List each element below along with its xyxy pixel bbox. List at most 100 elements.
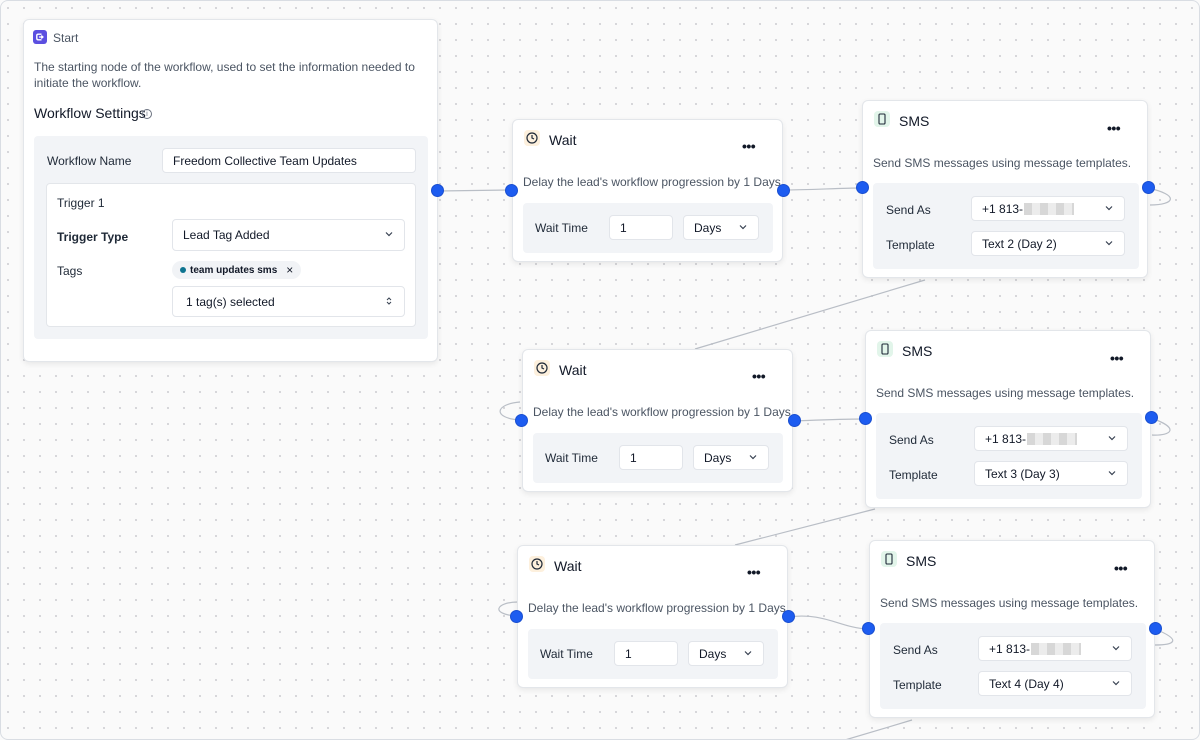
wait-unit-value: Days xyxy=(699,646,727,661)
node-menu-button[interactable]: ••• xyxy=(1107,120,1121,136)
tags-select[interactable]: 1 tag(s) selected xyxy=(172,286,405,317)
wait-time-label: Wait Time xyxy=(540,647,593,661)
workflow-name-value: Freedom Collective Team Updates xyxy=(173,153,357,168)
wait-unit-select[interactable]: Days xyxy=(683,215,759,240)
wait1-output-handle[interactable] xyxy=(777,184,790,197)
sms2-input-handle[interactable] xyxy=(859,412,872,425)
sms-settings-panel: Send As +1 813- Template Text 3 (Day 3) xyxy=(876,413,1142,499)
wait-unit-select[interactable]: Days xyxy=(688,641,764,666)
wait-time-value: 1 xyxy=(630,450,637,465)
send-as-value: +1 813- xyxy=(989,641,1031,656)
wait-time-label: Wait Time xyxy=(535,221,588,235)
wait-node[interactable]: Wait ••• Delay the lead's workflow progr… xyxy=(517,545,790,688)
template-select[interactable]: Text 4 (Day 4) xyxy=(978,671,1132,696)
wait-node[interactable]: Wait ••• Delay the lead's workflow progr… xyxy=(512,119,785,262)
wait3-input-handle[interactable] xyxy=(510,610,523,623)
wait-time-value: 1 xyxy=(620,220,627,235)
wait-title: Wait xyxy=(559,362,587,378)
wait-time-input[interactable]: 1 xyxy=(614,641,678,666)
wait2-input-handle[interactable] xyxy=(515,414,528,427)
node-menu-button[interactable]: ••• xyxy=(747,564,761,580)
trigger-card: Trigger 1 Trigger Type Lead Tag Added Ta… xyxy=(46,183,416,327)
wait-time-label: Wait Time xyxy=(545,451,598,465)
chevron-down-icon xyxy=(748,451,758,461)
sms-settings-panel: Send As +1 813- Template Text 4 (Day 4) xyxy=(880,623,1146,709)
wait-description: Delay the lead's workflow progression by… xyxy=(528,601,790,615)
sms-node[interactable]: SMS ••• Send SMS messages using message … xyxy=(865,330,1151,508)
sms-title: SMS xyxy=(899,113,930,129)
wait-time-value: 1 xyxy=(625,646,632,661)
workflow-name-input[interactable]: Freedom Collective Team Updates xyxy=(162,148,416,173)
chevron-down-icon xyxy=(1104,202,1114,212)
node-menu-button[interactable]: ••• xyxy=(742,138,756,154)
start-description-line1: The starting node of the workflow, used … xyxy=(34,60,415,74)
wait-unit-select[interactable]: Days xyxy=(693,445,769,470)
sms2-output-handle[interactable] xyxy=(1145,411,1158,424)
edge-wait3-sms3 xyxy=(787,615,869,630)
tag-chip-label: team updates sms xyxy=(190,264,278,276)
sms3-output-handle[interactable] xyxy=(1149,622,1162,635)
start-description-line2: initiate the workflow. xyxy=(34,76,142,90)
wait-settings-panel: Wait Time 1 Days xyxy=(528,629,778,679)
tag-chip: team updates sms × xyxy=(172,261,302,279)
sms-title: SMS xyxy=(906,553,937,569)
chevron-down-icon xyxy=(1104,237,1114,247)
workflow-name-label: Workflow Name xyxy=(47,154,132,168)
phone-icon xyxy=(874,111,890,127)
send-as-select[interactable]: +1 813- xyxy=(974,426,1128,451)
sms3-input-handle[interactable] xyxy=(862,622,875,635)
send-as-label: Send As xyxy=(889,433,934,447)
sms-node[interactable]: SMS ••• Send SMS messages using message … xyxy=(862,100,1148,278)
sms-title: SMS xyxy=(902,343,933,359)
template-value: Text 2 (Day 2) xyxy=(982,236,1057,251)
wait1-input-handle[interactable] xyxy=(505,184,518,197)
node-menu-button[interactable]: ••• xyxy=(1110,350,1124,366)
trigger-title: Trigger 1 xyxy=(57,196,105,210)
wait2-output-handle[interactable] xyxy=(788,414,801,427)
template-value: Text 4 (Day 4) xyxy=(989,676,1064,691)
chevron-down-icon xyxy=(743,647,753,657)
info-icon[interactable]: i xyxy=(142,109,152,119)
wait-time-input[interactable]: 1 xyxy=(619,445,683,470)
phone-icon xyxy=(877,341,893,357)
start-node[interactable]: Start The starting node of the workflow,… xyxy=(23,19,438,362)
clock-icon xyxy=(529,556,545,572)
chevron-down-icon xyxy=(384,228,394,238)
edge-wait1-sms1 xyxy=(782,187,863,191)
node-menu-button[interactable]: ••• xyxy=(752,368,766,384)
wait-description: Delay the lead's workflow progression by… xyxy=(533,405,795,419)
start-output-handle[interactable] xyxy=(431,184,444,197)
redacted-phone xyxy=(1027,432,1078,445)
wait3-output-handle[interactable] xyxy=(782,610,795,623)
send-as-select[interactable]: +1 813- xyxy=(971,196,1125,221)
send-as-select[interactable]: +1 813- xyxy=(978,636,1132,661)
send-as-value: +1 813- xyxy=(982,201,1024,216)
template-select[interactable]: Text 2 (Day 2) xyxy=(971,231,1125,256)
wait-title: Wait xyxy=(549,132,577,148)
trigger-type-select[interactable]: Lead Tag Added xyxy=(172,219,405,251)
wait-node[interactable]: Wait ••• Delay the lead's workflow progr… xyxy=(522,349,795,492)
wait-time-input[interactable]: 1 xyxy=(609,215,673,240)
trigger-type-label: Trigger Type xyxy=(57,230,129,244)
sms1-output-handle[interactable] xyxy=(1142,181,1155,194)
template-select[interactable]: Text 3 (Day 3) xyxy=(974,461,1128,486)
wait-description: Delay the lead's workflow progression by… xyxy=(523,175,785,189)
node-menu-button[interactable]: ••• xyxy=(1114,560,1128,576)
clock-icon xyxy=(534,360,550,376)
tags-label: Tags xyxy=(57,264,83,278)
tag-remove-icon[interactable]: × xyxy=(286,263,294,277)
trigger-type-value: Lead Tag Added xyxy=(183,228,270,242)
chevron-down-icon xyxy=(1111,642,1121,652)
sms-node[interactable]: SMS ••• Send SMS messages using message … xyxy=(869,540,1155,718)
edge-sms1-wait2 xyxy=(499,187,1171,421)
wait-settings-panel: Wait Time 1 Days xyxy=(523,203,773,253)
sms-description: Send SMS messages using message template… xyxy=(880,596,1139,610)
wait-title: Wait xyxy=(554,558,582,574)
redacted-phone xyxy=(1024,202,1075,215)
chevron-down-icon xyxy=(738,221,748,231)
phone-icon xyxy=(881,551,897,567)
workflow-settings-heading: Workflow Settings xyxy=(34,105,146,121)
sms1-input-handle[interactable] xyxy=(856,181,869,194)
chevron-updown-icon xyxy=(384,295,394,305)
template-label: Template xyxy=(893,678,942,692)
